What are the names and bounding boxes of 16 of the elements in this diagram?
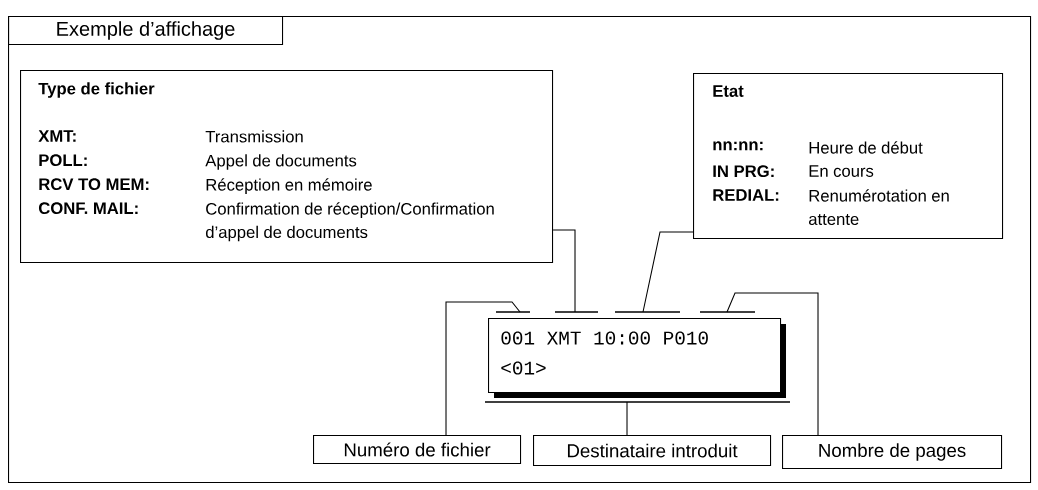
leader-line [642, 231, 694, 313]
bracket-line [614, 311, 681, 313]
label-box: Numéro de fichier [313, 435, 522, 465]
bracket-line [495, 311, 531, 313]
display-screen: 001 XMT 10:00 P010 <01> [488, 318, 786, 398]
legend-box: Etat nn:nn: Heure de début IN PRG: En cours REDIAL: Renumérotation en attente [693, 73, 1004, 240]
bracket-line [484, 401, 791, 403]
leader-line [626, 401, 628, 436]
leader-line [552, 229, 576, 313]
label-box: Nombre de pages [782, 435, 1003, 470]
legend-box: Type de fichier XMT: Transmission POLL: Appel de documents RCV TO MEM: Réception en mémoire CONF. MAIL: Confirmation de réception/Confirmation d’appel de documents [20, 70, 554, 264]
leader-line [445, 301, 521, 436]
label-box: Destinataire introduit [533, 435, 772, 467]
bracket-line [554, 311, 599, 313]
bracket-line [699, 311, 756, 313]
leader-line [726, 292, 819, 436]
